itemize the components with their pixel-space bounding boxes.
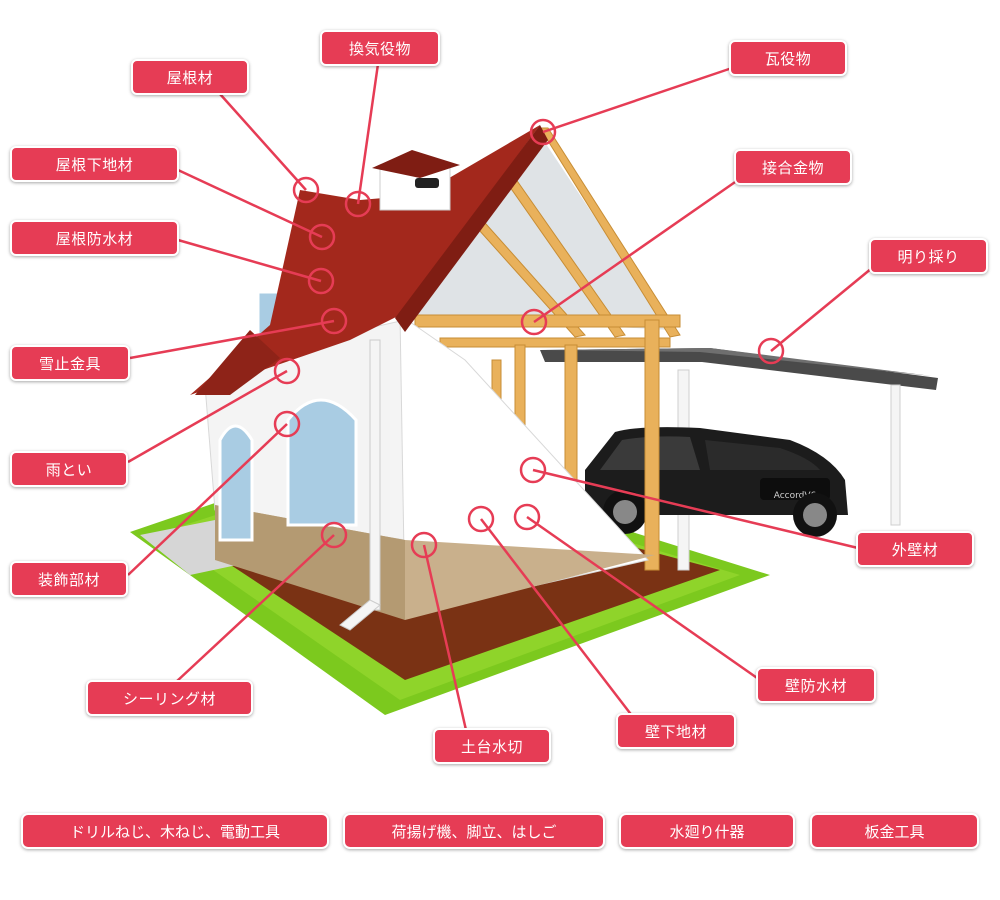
label-wall-waterproof[interactable]: 壁防水材	[756, 667, 876, 703]
leader-line-roof-base-material	[177, 168, 323, 239]
leader-line-roof-material	[219, 93, 307, 191]
label-roof-material[interactable]: 屋根材	[131, 59, 249, 95]
marker-roof-base-material[interactable]	[308, 223, 336, 251]
downpipe	[369, 339, 381, 611]
roof-sheathing-interior	[405, 135, 670, 330]
leader-line-wall-waterproof	[526, 515, 761, 682]
marker-snow-guard[interactable]	[320, 307, 348, 335]
lifting-ladder-button[interactable]: 荷揚げ機、脚立、はしご	[343, 813, 605, 849]
leader-line-skylight	[770, 267, 873, 352]
marker-joint-hardware[interactable]	[520, 308, 548, 336]
marker-base-flashing[interactable]	[410, 531, 438, 559]
label-tile-parts[interactable]: 瓦役物	[729, 40, 847, 76]
label-roof-base-material[interactable]: 屋根下地材	[10, 146, 179, 182]
marker-skylight[interactable]	[757, 337, 785, 365]
marker-exterior-wall[interactable]	[519, 456, 547, 484]
label-exterior-wall[interactable]: 外壁材	[856, 531, 974, 567]
house-front-gable	[399, 314, 649, 616]
marker-sealing-material[interactable]	[320, 521, 348, 549]
label-ventilation-parts[interactable]: 換気役物	[320, 30, 440, 66]
label-rain-gutter[interactable]: 雨とい	[10, 451, 128, 487]
marker-wall-base-material[interactable]	[467, 505, 495, 533]
marker-roof-waterproof[interactable]	[307, 267, 335, 295]
label-wall-base-material[interactable]: 壁下地材	[616, 713, 736, 749]
carport-roof	[540, 348, 938, 390]
leader-line-wall-base-material	[480, 518, 634, 718]
carport-roof-top	[545, 348, 932, 376]
marker-ventilation-parts[interactable]	[344, 190, 372, 218]
leader-lines	[127, 63, 873, 731]
marker-roof-material[interactable]	[292, 176, 320, 204]
leader-line-ventilation-parts	[356, 63, 380, 205]
tools-drill-button[interactable]: ドリルねじ、木ねじ、電動工具	[21, 813, 329, 849]
label-decorative-material[interactable]: 装飾部材	[10, 561, 128, 597]
label-skylight[interactable]: 明り採り	[869, 238, 988, 274]
leader-line-base-flashing	[422, 544, 468, 731]
downpipe-elbow	[339, 599, 381, 631]
leader-line-decorative-material	[127, 423, 288, 576]
carport-post	[890, 384, 901, 526]
leader-line-joint-hardware	[533, 178, 739, 324]
marker-wall-waterproof[interactable]	[513, 503, 541, 531]
car-badge: AccordV6	[774, 491, 817, 501]
plumbing-fixtures-button[interactable]: 水廻り什器	[619, 813, 795, 849]
label-sealing-material[interactable]: シーリング材	[86, 680, 253, 716]
leader-line-tile-parts	[542, 66, 733, 134]
label-base-flashing[interactable]: 土台水切	[433, 728, 551, 764]
label-joint-hardware[interactable]: 接合金物	[734, 149, 852, 185]
leader-line-roof-waterproof	[177, 238, 322, 283]
label-roof-waterproof[interactable]: 屋根防水材	[10, 220, 179, 256]
label-snow-guard[interactable]: 雪止金具	[10, 345, 130, 381]
leader-line-exterior-wall	[532, 468, 859, 550]
sheet-metal-tools-button[interactable]: 板金工具	[810, 813, 979, 849]
leader-line-sealing-material	[175, 534, 335, 683]
marker-rain-gutter[interactable]	[273, 357, 301, 385]
roof-left	[190, 125, 540, 395]
dormer-roof	[195, 330, 280, 395]
callout-markers	[273, 118, 785, 559]
foundation-side	[215, 505, 405, 620]
marker-tile-parts[interactable]	[529, 118, 557, 146]
marker-decorative-material[interactable]	[273, 410, 301, 438]
roof-front-slope	[395, 125, 548, 332]
leader-line-snow-guard	[129, 319, 335, 360]
car: AccordV6	[585, 427, 848, 537]
leader-line-rain-gutter	[127, 369, 288, 464]
chimney	[372, 150, 460, 211]
